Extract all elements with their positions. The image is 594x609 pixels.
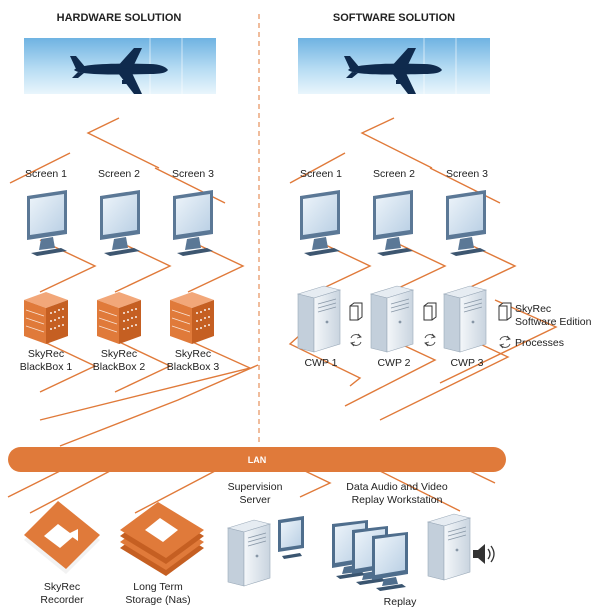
document-icon — [349, 302, 363, 321]
screen-label: Screen 2 — [373, 168, 415, 180]
supervision-label: Server — [240, 494, 271, 506]
cwp-label: CWP 2 — [377, 357, 410, 369]
screen-label: Screen 3 — [172, 168, 214, 180]
blackbox-label: SkyRec — [28, 348, 64, 360]
server-rack-icon — [96, 291, 142, 345]
replay-title: Data Audio and Video — [346, 481, 448, 493]
screen-label: Screen 1 — [25, 168, 67, 180]
blackbox-label: BlackBox 1 — [20, 361, 73, 373]
legend-edition-line2: Software Edition — [515, 316, 592, 328]
monitor-icon — [173, 190, 213, 256]
screen-label: Screen 2 — [98, 168, 140, 180]
tower-pc-icon — [297, 285, 341, 353]
software-legend: SkyRec Software Edition Processes — [498, 302, 592, 349]
bottom-left-labels: SkyRec Recorder Long Term Storage (Nas) — [40, 581, 190, 606]
blackbox-label: SkyRec — [175, 348, 211, 360]
legend-edition-line1: SkyRec — [515, 303, 551, 315]
screen-label: Screen 1 — [300, 168, 342, 180]
monitor-icon — [27, 190, 67, 256]
monitor-icon — [300, 190, 340, 256]
server-rack-icon — [169, 291, 215, 345]
document-icon — [423, 302, 437, 321]
monitor-icon — [373, 190, 413, 256]
supervision-monitor — [278, 516, 304, 559]
blackbox-labels: SkyRec BlackBox 1 SkyRec BlackBox 2 SkyR… — [20, 348, 220, 373]
cwp-labels: CWP 1 CWP 2 CWP 3 — [304, 357, 483, 369]
software-sky-panel — [298, 38, 490, 94]
hardware-wiring — [9, 117, 259, 447]
recorder-label: Recorder — [40, 594, 84, 606]
tower-pc-icon — [427, 513, 471, 581]
refresh-icon — [350, 333, 362, 347]
screen-label: Screen 3 — [446, 168, 488, 180]
monitor-icon — [100, 190, 140, 256]
storage-label: Long Term — [133, 581, 183, 593]
storage-label: Storage (Nas) — [125, 594, 190, 606]
lan-label: LAN — [248, 455, 267, 465]
blackbox-label: BlackBox 3 — [167, 361, 220, 373]
cwp-label: CWP 1 — [304, 357, 337, 369]
tower-pc-icon — [370, 285, 414, 353]
blackbox-label: SkyRec — [101, 348, 137, 360]
hardware-solution-header: HARDWARE SOLUTION — [57, 12, 182, 24]
recorder-label: SkyRec — [44, 581, 80, 593]
legend-processes: Processes — [515, 337, 564, 349]
software-wiring — [288, 117, 558, 421]
replay-title: Replay Workstation — [352, 494, 443, 506]
long-term-storage — [120, 502, 204, 576]
hardware-sky-panel — [24, 38, 216, 94]
software-solution-header: SOFTWARE SOLUTION — [333, 12, 455, 24]
tower-pc-icon — [443, 285, 487, 353]
software-screen-labels: Screen 1 Screen 2 Screen 3 — [300, 168, 488, 180]
lan-drops — [7, 470, 496, 514]
speaker-icon — [473, 544, 495, 564]
supervision-label: Supervision — [228, 481, 283, 493]
server-rack-icon — [23, 291, 69, 345]
skyrec-recorder — [24, 501, 100, 574]
replay-label: Replay — [384, 596, 417, 608]
hardware-screen-labels: Screen 1 Screen 2 Screen 3 — [25, 168, 214, 180]
lan-bar: LAN — [8, 447, 506, 472]
document-icon — [498, 302, 512, 321]
blackbox-label: BlackBox 2 — [93, 361, 146, 373]
refresh-icon — [499, 335, 511, 349]
refresh-icon — [424, 333, 436, 347]
cwp-label: CWP 3 — [450, 357, 483, 369]
tower-pc-icon — [227, 519, 271, 587]
monitor-icon — [446, 190, 486, 256]
